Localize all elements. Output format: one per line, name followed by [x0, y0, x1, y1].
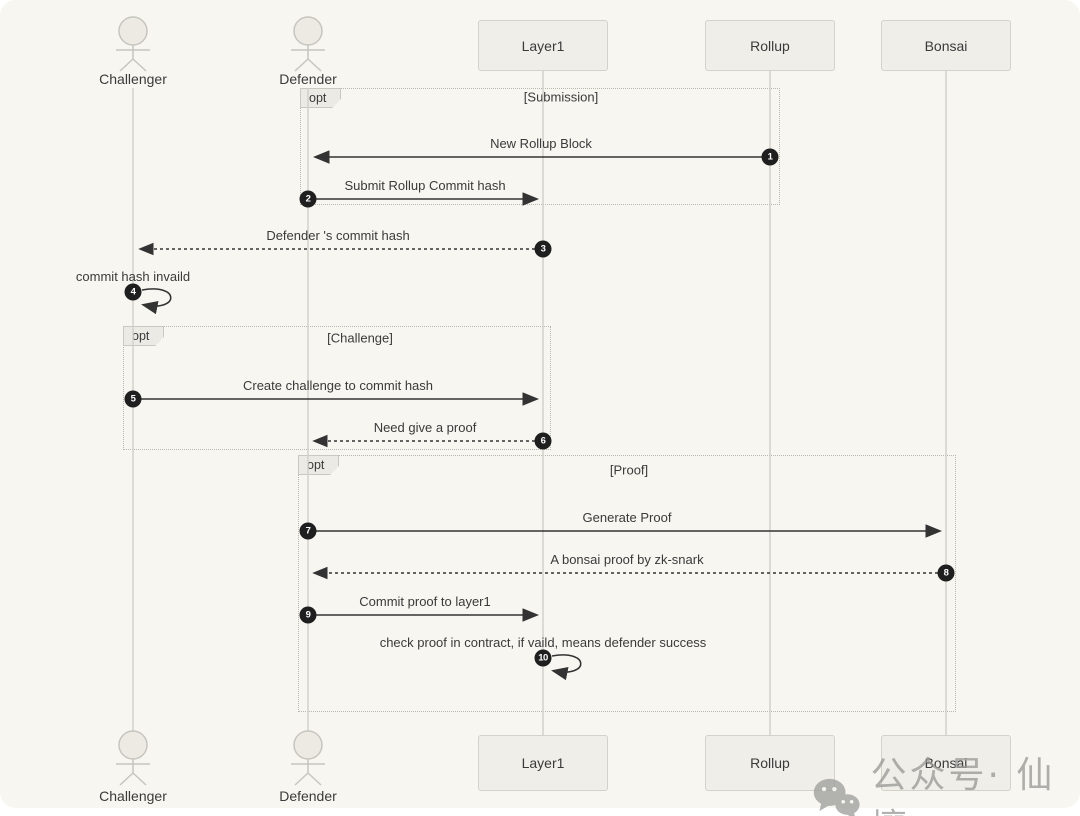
message-text-8: A bonsai proof by zk-snark [550, 552, 704, 567]
message-number-5: 5 [124, 390, 142, 408]
defender-figure-top [290, 16, 326, 72]
participant-box-bonsai-top: Bonsai [881, 20, 1011, 71]
message-number-10: 10 [534, 649, 552, 667]
participant-label: Rollup [750, 37, 790, 54]
message-text-10: check proof in contract, if vaild, means… [379, 635, 707, 650]
opt-label: opt [307, 458, 325, 472]
actor-label-challenger-top: Challenger [99, 71, 167, 87]
fragment-submission-operator: opt [300, 88, 342, 108]
fragment-submission [300, 88, 780, 205]
participant-box-layer1-top: Layer1 [478, 20, 608, 71]
wechat-icon [813, 778, 860, 816]
message-text-9: Commit proof to layer1 [359, 594, 491, 609]
message-text-5: Create challenge to commit hash [242, 378, 434, 393]
message-number-4: 4 [124, 283, 142, 301]
message-text-6: Need give a proof [373, 420, 477, 435]
challenger-figure-bottom [115, 730, 151, 786]
participant-box-bonsai-bottom: Bonsai [881, 735, 1011, 791]
fragment-challenge-condition: [Challenge] [327, 330, 393, 346]
message-text-2: Submit Rollup Commit hash [344, 178, 506, 193]
participant-box-rollup-bottom: Rollup [705, 735, 835, 791]
message-number-2: 2 [299, 190, 317, 208]
message-number-8: 8 [937, 564, 955, 582]
participant-label: Bonsai [924, 37, 968, 54]
message-text-7: Generate Proof [582, 510, 672, 525]
fragment-proof [298, 455, 956, 712]
message-number-1: 1 [761, 148, 779, 166]
defender-figure-bottom [290, 730, 326, 786]
fragment-challenge [123, 326, 551, 450]
message-loop-4 [141, 288, 172, 315]
message-text-4: commit hash invaild [75, 269, 191, 284]
participant-label: Rollup [750, 755, 790, 771]
message-number-6: 6 [534, 432, 552, 450]
participant-label: Bonsai [924, 755, 968, 771]
watermark: 公众号· 仙壤 [810, 746, 1080, 816]
message-number-7: 7 [299, 522, 317, 540]
participant-label: Layer1 [521, 37, 565, 54]
message-number-3: 3 [534, 240, 552, 258]
message-number-9: 9 [299, 606, 317, 624]
message-text-1: New Rollup Block [490, 136, 592, 151]
actor-label-defender-bottom: Defender [279, 788, 337, 804]
participant-box-rollup-top: Rollup [705, 20, 835, 71]
actor-label-challenger-bottom: Challenger [99, 788, 167, 804]
opt-label: opt [309, 91, 327, 105]
message-text-3: Defender 's commit hash [266, 228, 410, 243]
opt-label: opt [132, 329, 150, 343]
participant-label: Layer1 [521, 755, 565, 771]
challenger-figure-top [115, 16, 151, 72]
watermark-text: 公众号· 仙壤 [870, 755, 1056, 816]
participant-box-layer1-bottom: Layer1 [478, 735, 608, 791]
fragment-proof-condition: [Proof] [609, 462, 649, 478]
fragment-submission-condition: [Submission] [523, 89, 599, 105]
actor-label-defender-top: Defender [279, 71, 337, 87]
